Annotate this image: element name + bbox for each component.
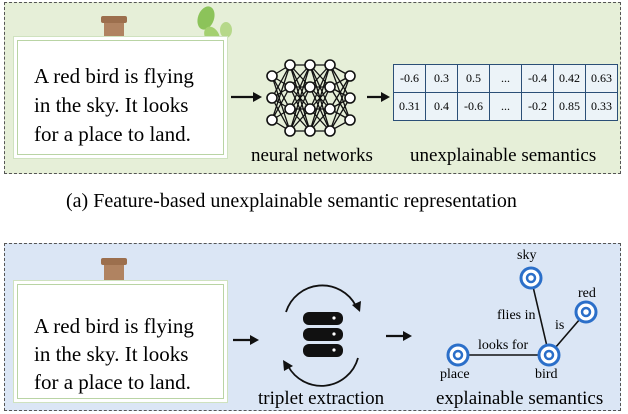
text-card — [17, 284, 224, 399]
semantic-matrix: -0.6 0.3 0.5 ... -0.4 0.42 0.63 0.31 0.4… — [393, 64, 618, 121]
network-node — [324, 103, 336, 115]
network-node — [266, 92, 278, 104]
card-line: A red bird is flying — [34, 64, 194, 88]
card-line: in the sky. It looks — [34, 93, 189, 117]
network-node — [344, 114, 356, 126]
network-node — [266, 70, 278, 82]
matrix-cell: 0.4 — [425, 92, 458, 121]
network-node — [304, 125, 316, 137]
matrix-cell: ... — [489, 92, 522, 121]
node-label-place: place — [440, 367, 470, 382]
network-node — [324, 125, 336, 137]
graph-label: explainable semantics — [436, 388, 604, 409]
matrix-cell: 0.42 — [553, 64, 586, 93]
edge-label-flies-in: flies in — [497, 308, 536, 323]
network-label: neural networks — [251, 145, 373, 166]
card-line: for a place to land. — [34, 370, 191, 394]
card-line: in the sky. It looks — [34, 342, 189, 366]
card-line: for a place to land. — [34, 122, 191, 146]
network-node — [284, 103, 296, 115]
network-node — [324, 81, 336, 93]
node-label-bird: bird — [535, 367, 558, 382]
graph-node-bird — [537, 343, 561, 367]
text-card — [17, 40, 224, 155]
arrow-icon — [231, 92, 262, 102]
knowledge-graph — [446, 266, 598, 367]
graph-node-place — [446, 343, 470, 367]
network-node — [284, 59, 296, 71]
arrow-icon — [233, 335, 259, 345]
plant-decoration-icon — [197, 6, 232, 46]
matrix-cell: -0.6 — [457, 92, 490, 121]
graph-node-red — [574, 300, 598, 324]
network-node — [266, 114, 278, 126]
panel-a-subtitle: (a) Feature-based unexplainable semantic… — [66, 190, 517, 212]
node-label-red: red — [578, 286, 596, 301]
network-node — [304, 81, 316, 93]
network-node — [284, 125, 296, 137]
matrix-label: unexplainable semantics — [410, 145, 597, 166]
paper-clip-icon — [101, 258, 127, 282]
graph-node-sky — [519, 266, 543, 290]
paper-clip-icon — [101, 16, 127, 40]
database-icon — [283, 284, 361, 387]
matrix-cell: 0.85 — [553, 92, 586, 121]
network-node — [344, 70, 356, 82]
neural-network-nodes — [266, 59, 356, 137]
card-line: A red bird is flying — [34, 314, 194, 338]
matrix-cell: 0.63 — [585, 64, 618, 93]
extraction-label: triplet extraction — [258, 388, 385, 409]
network-node — [284, 81, 296, 93]
network-node — [304, 103, 316, 115]
matrix-row: 0.31 0.4 -0.6 ... -0.2 0.85 0.33 — [393, 92, 618, 121]
edge-flies-in — [530, 277, 550, 356]
network-node — [324, 59, 336, 71]
arrow-icon — [367, 92, 390, 102]
arrow-icon — [386, 331, 412, 341]
matrix-row: -0.6 0.3 0.5 ... -0.4 0.42 0.63 — [393, 64, 618, 93]
network-node — [344, 92, 356, 104]
edge-label-looks-for: looks for — [478, 338, 529, 353]
matrix-cell: 0.33 — [585, 92, 618, 121]
edge-label-is: is — [555, 318, 565, 333]
node-label-sky: sky — [517, 248, 537, 263]
matrix-cell: -0.6 — [393, 64, 426, 93]
network-node — [304, 59, 316, 71]
